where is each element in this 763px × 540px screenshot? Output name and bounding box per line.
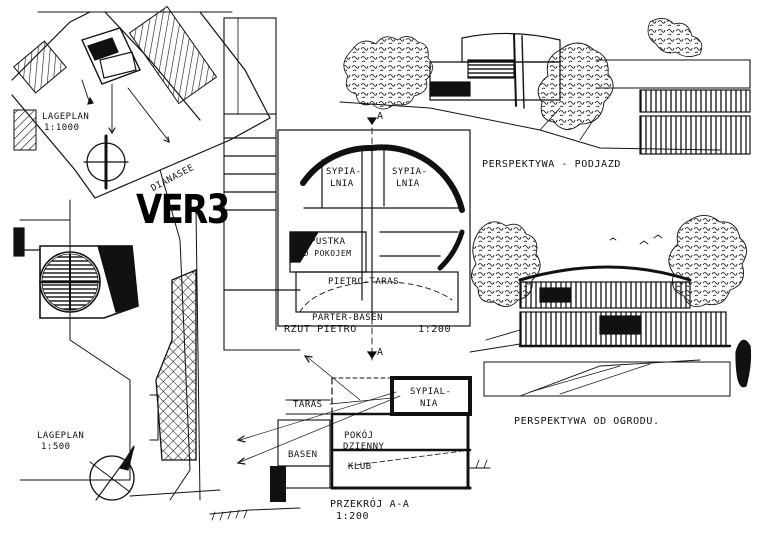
room-ground-pool: PARTER-BASEN	[312, 313, 384, 323]
room-bedroom-left-2: LNIA	[330, 179, 354, 189]
site-plan-1000-scale: 1:1000	[44, 123, 80, 133]
section-pool: BASEN	[288, 450, 318, 460]
perspective-garden	[469, 215, 752, 397]
stair-strip	[223, 17, 301, 351]
section-mark-bottom: A	[377, 347, 384, 358]
section-living-2: DZIENNY	[343, 442, 385, 452]
room-bedroom-right-1: SYPIA-	[392, 167, 428, 177]
site-plan-1000	[11, 5, 271, 199]
room-terrace: PIETRO-TARAS	[328, 277, 400, 287]
section-caption: PRZEKRÓJ A-A	[330, 499, 410, 510]
perspective-driveway-caption: PERSPEKTYWA - PODJAZD	[482, 159, 622, 170]
section-a-a	[236, 355, 491, 502]
section-bedroom-1: SYPIAL-	[410, 387, 452, 397]
floor-plan	[277, 117, 471, 361]
section-scale: 1:200	[336, 511, 370, 522]
floor-plan-caption: RZUT PIETRO	[284, 324, 357, 335]
section-bedroom-2: NIA	[420, 399, 438, 409]
floor-plan-scale: 1:200	[418, 324, 452, 335]
perspective-driveway	[339, 18, 751, 155]
site-plan-500-scale: 1:500	[41, 442, 71, 452]
room-void-2: NAD POKOJEM	[293, 249, 352, 258]
section-mark-top: A	[377, 111, 384, 122]
room-bedroom-right-2: LNIA	[396, 179, 420, 189]
room-bedroom-left-1: SYPIA-	[326, 167, 362, 177]
perspective-garden-caption: PERSPEKTYWA OD OGRODU.	[514, 416, 660, 427]
section-club: KLUB	[348, 462, 372, 472]
sheet-title: VER3	[136, 187, 230, 233]
section-living-1: POKÓJ	[344, 431, 374, 441]
site-plan-500-label: LAGEPLAN	[37, 431, 85, 441]
site-plan-500	[13, 169, 301, 521]
section-terrace: TARAS	[293, 400, 323, 410]
room-void-1: PUSTKA	[310, 237, 346, 247]
site-plan-1000-label: LAGEPLAN	[42, 112, 90, 122]
